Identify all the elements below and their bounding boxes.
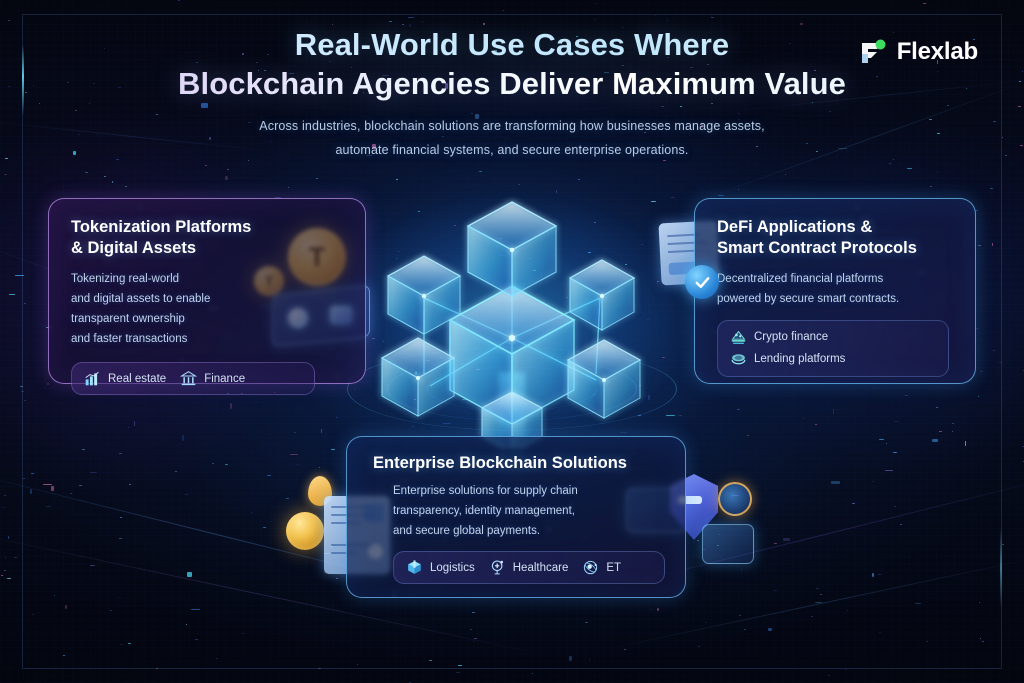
desc-line: transparent ownership [71,312,185,325]
cube-top [466,201,558,297]
orbit-ring-inner [427,366,597,411]
desc-line: and secure global payments. [393,524,541,537]
tag-label: Logistics [430,561,475,574]
cube-lower-left [380,337,456,417]
page-title-line-1: Real-World Use Cases Where [0,27,1024,63]
tag-et[interactable]: ET [582,559,621,576]
cube-upper-left [386,255,462,335]
card-defi[interactable]: DeFi Applications & Smart Contract Proto… [685,198,976,384]
tag-label: Lending platforms [754,353,846,366]
bar-chart-icon [85,372,99,386]
flexlab-f-mark-icon [856,36,888,68]
card-tokenization-title-line-2: & Digital Assets [71,239,197,258]
desc-line: powered by secure smart contracts. [717,292,900,305]
bank-icon [180,371,198,386]
tag-finance[interactable]: Finance [180,370,245,387]
card-tokenization-tagbar: Real estate Finance [71,362,315,396]
cube-upper-right [568,259,636,331]
brand-name: Flexlab [896,38,979,65]
cube-center [448,285,576,426]
card-defi-tagbar: Crypto finance Lending platforms [717,319,949,377]
card-defi-title-line-2: Smart Contract Protocols [717,239,917,258]
card-defi-description: Decentralized financial platforms powere… [717,270,955,310]
page-subtitle: Across industries, blockchain solutions … [0,115,1024,161]
subtitle-line-1: Across industries, blockchain solutions … [259,119,765,134]
tag-label: Finance [204,372,246,385]
card-enterprise-tagbar: Logistics Healthcare ET [393,551,665,585]
orbit-ring-mid [387,356,637,421]
tag-lending-platforms[interactable]: Lending platforms [730,351,845,368]
blockchain-cube-network-graphic [332,178,692,493]
header: Real-World Use Cases Where Blockchain Ag… [0,27,1024,162]
cube-lower-right [566,339,642,419]
card-defi-title: DeFi Applications & Smart Contract Proto… [717,217,955,259]
tag-healthcare[interactable]: Healthcare [489,559,569,576]
location-pin-icon [308,476,332,506]
identity-coin-icon [286,512,324,550]
orbit-ring-outer [347,347,677,430]
tag-label: ET [606,561,622,574]
card-enterprise[interactable]: Enterprise Blockchain Solutions Enterpri… [346,436,686,598]
card-defi-title-line-1: DeFi Applications & [717,218,873,236]
tag-label: Crypto finance [754,331,829,344]
card-tokenization-title: Tokenization Platforms & Digital Assets [71,217,345,259]
medical-node-icon [491,560,503,575]
card-tokenization-title-line-1: Tokenization Platforms [71,218,252,236]
analytics-panel-icon [702,524,754,564]
tag-crypto-finance[interactable]: Crypto finance [730,329,828,346]
card-enterprise-title: Enterprise Blockchain Solutions [373,454,627,472]
desc-line: and faster transactions [71,332,188,345]
tag-label: Healthcare [512,561,569,574]
brand-logo[interactable]: Flexlab [856,36,978,68]
cube-network-svg [380,201,642,448]
card-tokenization-description: Tokenizing real-world and digital assets… [71,270,246,349]
coin-stack-icon [731,353,746,365]
verified-check-icon [685,265,719,299]
subtitle-line-2: automate financial systems, and secure e… [335,142,689,157]
tag-logistics[interactable]: Logistics [406,559,475,576]
card-tokenization[interactable]: Tokenization Platforms & Digital Assets … [48,198,366,396]
card-enterprise-description: Enterprise solutions for supply chain tr… [393,482,667,541]
page-title-line-2: Blockchain Agencies Deliver Maximum Valu… [0,66,1024,102]
atom-orbit-icon [584,561,598,575]
center-glow-halo [332,193,692,444]
crypto-stack-icon [731,330,746,344]
tag-label: Real estate [108,372,167,385]
desc-line: Enterprise solutions for supply chain [393,485,578,498]
tag-real-estate[interactable]: Real estate [84,370,166,387]
desc-line: and digital assets to enable [71,292,211,305]
desc-line: Decentralized financial platforms [717,273,884,286]
package-box-icon [408,560,421,575]
desc-line: Tokenizing real-world [71,273,180,286]
globe-orbit-icon [718,482,752,516]
desc-line: transparency, identity management, [393,504,575,517]
